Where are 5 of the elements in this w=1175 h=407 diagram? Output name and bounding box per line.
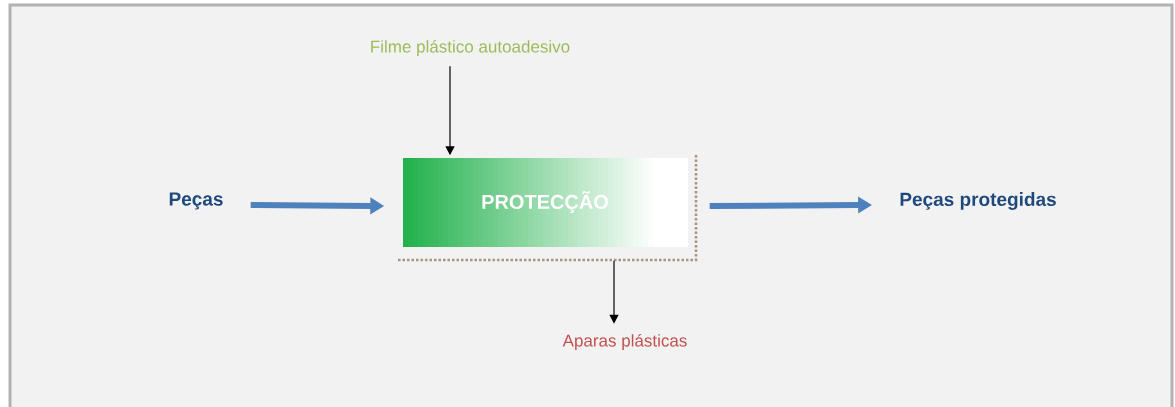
input-label: Filme plástico autoadesivo bbox=[371, 40, 570, 56]
output-label: Aparas plásticas bbox=[562, 334, 687, 351]
arrow bbox=[609, 260, 619, 324]
output-label: Peças protegidas bbox=[900, 192, 1056, 210]
input-label: Peças bbox=[169, 192, 223, 210]
